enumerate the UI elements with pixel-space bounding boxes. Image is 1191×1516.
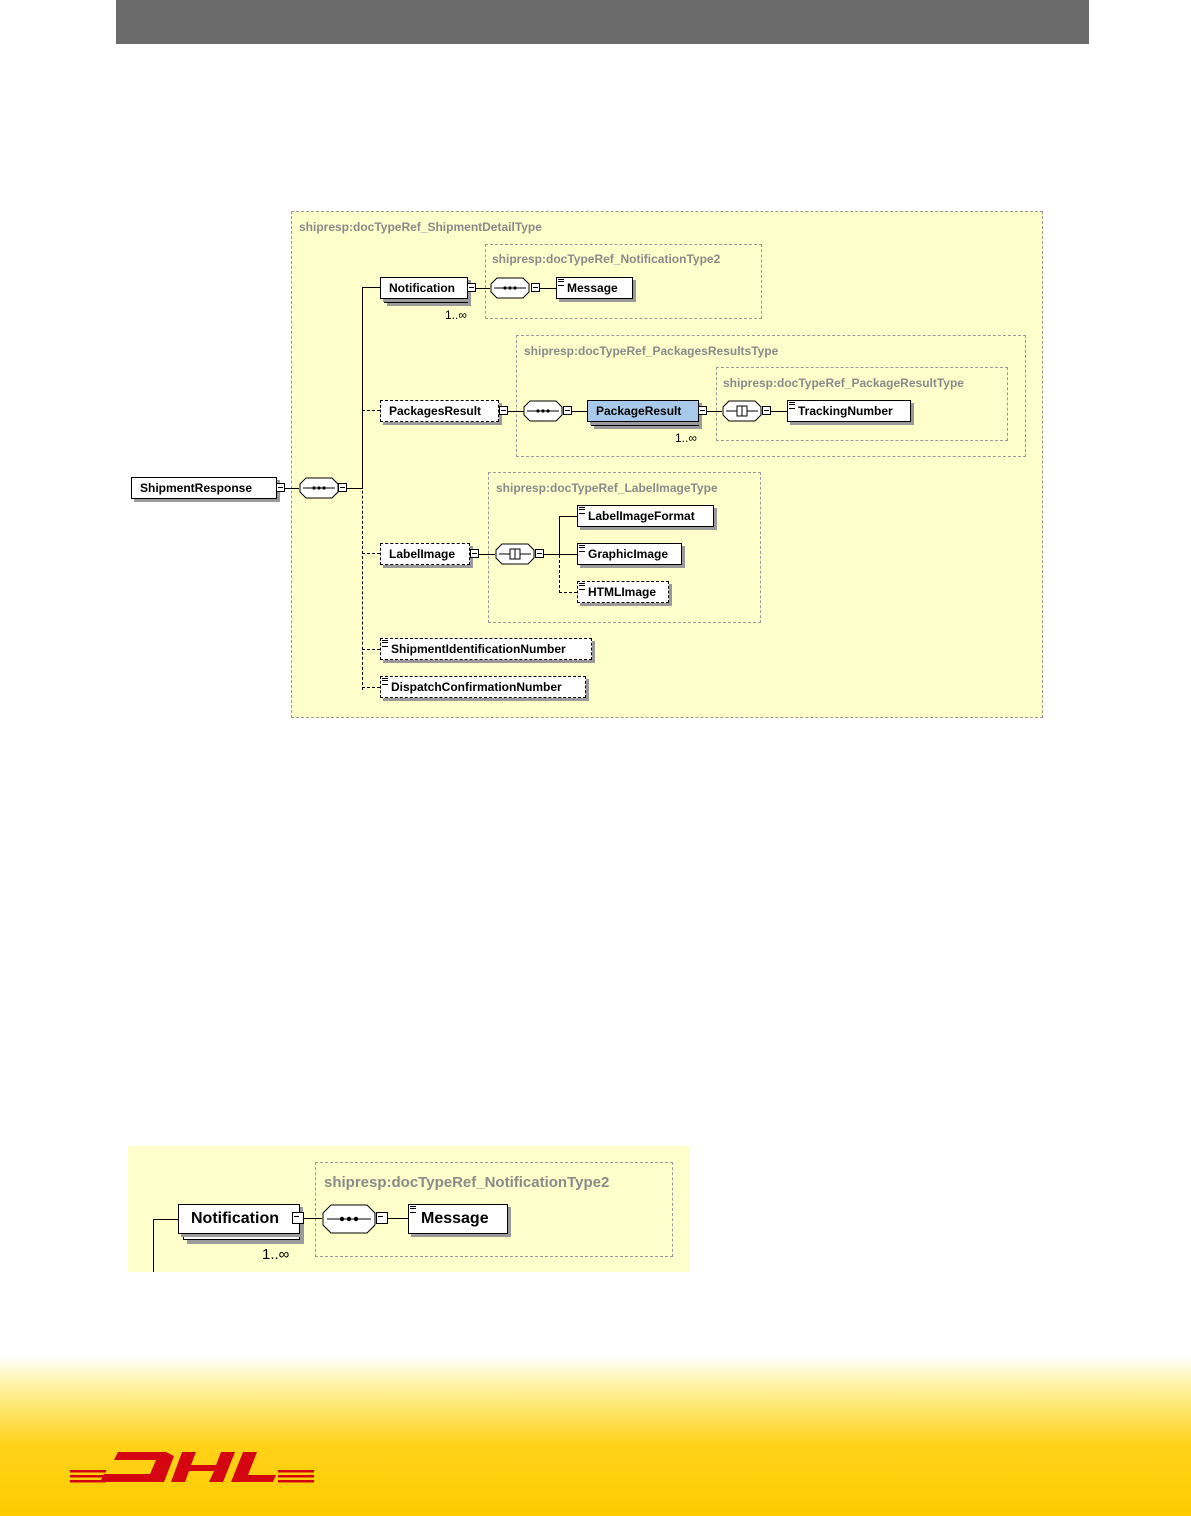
notification-sequence-collapse-icon[interactable] (531, 283, 540, 292)
shipment-response-collapse-icon[interactable] (276, 483, 285, 492)
leaf-icon (382, 640, 388, 647)
packages-results-type-label: shipresp:docTypeRef_PackagesResultsType (524, 344, 779, 358)
tracking-number-element[interactable]: TrackingNumber (787, 400, 911, 422)
leaf-icon (579, 583, 585, 590)
label-image-element[interactable]: LabelImage (380, 543, 470, 565)
all-compositor-icon (722, 400, 762, 422)
zoomed-notification-diagram: shipresp:docTypeRef_NotificationType2 No… (128, 1146, 690, 1272)
packages-result-element[interactable]: PackagesResult (380, 400, 499, 422)
leaf-icon (410, 1206, 416, 1213)
tracking-number-label: TrackingNumber (798, 404, 893, 418)
zoom-notification-collapse-icon[interactable] (292, 1212, 304, 1224)
leaf-icon (579, 507, 585, 514)
notification-type-label: shipresp:docTypeRef_NotificationType2 (492, 252, 721, 266)
leaf-icon (579, 545, 585, 552)
shipment-identification-number-label: ShipmentIdentificationNumber (391, 642, 566, 656)
dispatch-confirmation-number-element[interactable]: DispatchConfirmationNumber (380, 676, 586, 698)
graphic-image-label: GraphicImage (588, 547, 669, 561)
notification-collapse-icon[interactable] (467, 283, 476, 292)
sequence-collapse-icon[interactable] (338, 483, 347, 492)
packages-sequence-icon (523, 400, 563, 422)
dhl-logo (70, 1452, 314, 1483)
zoom-message-label: Message (421, 1210, 489, 1227)
leaf-icon (382, 678, 388, 685)
label-image-format-element[interactable]: LabelImageFormat (577, 505, 714, 527)
message-element[interactable]: Message (556, 277, 633, 299)
notification-sequence-icon (490, 277, 530, 299)
zoom-sequence-collapse-icon[interactable] (376, 1212, 388, 1224)
zoom-notification-element[interactable]: Notification (178, 1204, 300, 1234)
all-compositor-collapse-icon[interactable] (762, 406, 771, 415)
zoom-notification-type-label: shipresp:docTypeRef_NotificationType2 (324, 1174, 610, 1191)
package-result-type-label: shipresp:docTypeRef_PackageResultType (723, 376, 964, 390)
zoom-message-element[interactable]: Message (408, 1204, 508, 1234)
html-image-label: HTMLImage (588, 585, 657, 599)
notification-element[interactable]: Notification (380, 277, 468, 299)
packages-sequence-collapse-icon[interactable] (563, 406, 572, 415)
shipment-identification-number-element[interactable]: ShipmentIdentificationNumber (380, 638, 592, 660)
label-image-format-label: LabelImageFormat (588, 509, 695, 523)
packages-results-type-box (516, 335, 1026, 457)
label-image-all-compositor-icon (495, 543, 535, 565)
package-result-element[interactable]: PackageResult (587, 400, 699, 422)
package-result-collapse-icon[interactable] (698, 406, 707, 415)
sequence-compositor-icon (299, 477, 339, 499)
shipment-detail-type-label: shipresp:docTypeRef_ShipmentDetailType (299, 220, 542, 234)
leaf-icon (789, 402, 795, 409)
html-image-element[interactable]: HTMLImage (577, 581, 669, 603)
package-result-occurrence: 1..∞ (675, 431, 697, 445)
header-bar (116, 0, 1089, 44)
label-image-type-label: shipresp:docTypeRef_LabelImageType (496, 481, 718, 495)
graphic-image-element[interactable]: GraphicImage (577, 543, 682, 565)
message-label: Message (567, 281, 618, 295)
shipment-response-element[interactable]: ShipmentResponse (131, 477, 277, 499)
zoom-notification-type-box (315, 1162, 673, 1257)
footer-band (0, 1356, 1191, 1516)
packages-result-collapse-icon[interactable] (499, 406, 508, 415)
notification-occurrence: 1..∞ (445, 308, 467, 322)
zoom-notification-occurrence: 1..∞ (262, 1246, 290, 1263)
label-image-type-box (488, 472, 761, 623)
leaf-icon (558, 279, 564, 286)
zoom-sequence-icon (322, 1204, 376, 1234)
label-image-collapse-icon[interactable] (470, 549, 479, 558)
notification-type-box (485, 244, 762, 319)
label-image-compositor-collapse-icon[interactable] (535, 549, 544, 558)
package-result-type-box (716, 367, 1008, 441)
dispatch-confirmation-number-label: DispatchConfirmationNumber (391, 680, 562, 694)
